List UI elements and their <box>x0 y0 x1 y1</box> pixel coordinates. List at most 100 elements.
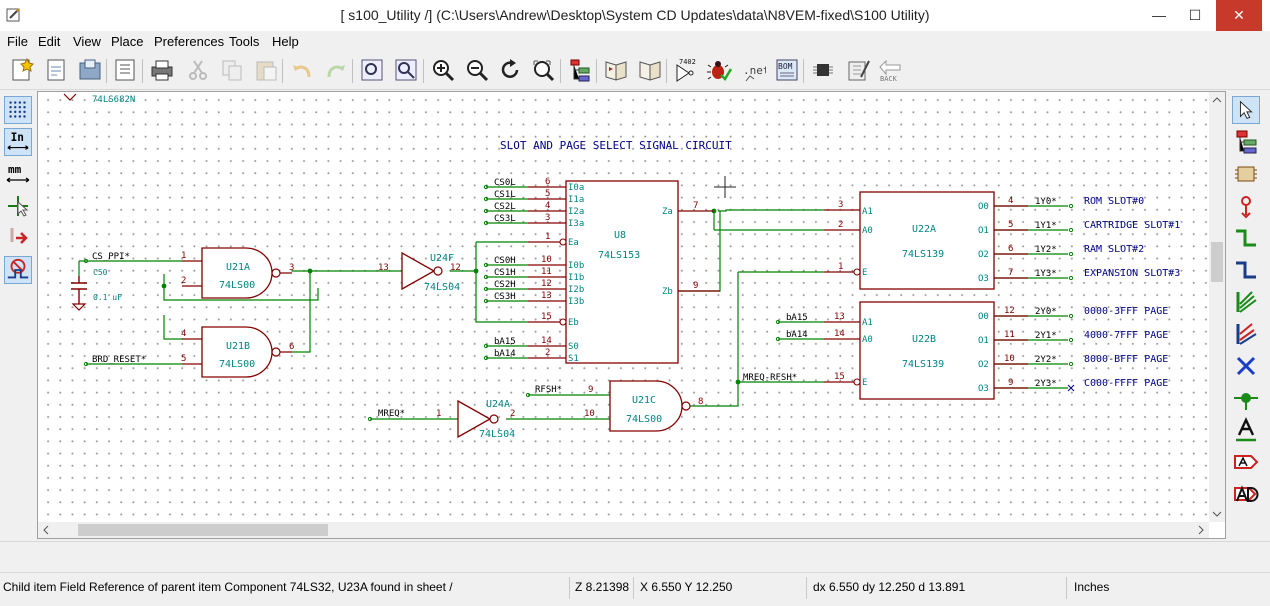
hierarchy-navigator-icon[interactable] <box>567 57 593 83</box>
u22a-pin-o1: O1 <box>978 226 989 236</box>
u22b-pinnum-9: 9 <box>1008 378 1013 388</box>
u21b-pin5: 5 <box>181 354 186 364</box>
u8-pin-s1: S1 <box>568 354 579 364</box>
back-annotate-label: BACK <box>880 75 898 83</box>
u24a-inverter[interactable]: U24A 74LS04 1 2 <box>436 399 515 440</box>
units-inches-icon[interactable]: In <box>4 128 32 156</box>
u21c-nand-gate[interactable]: U21C 74LS00 9 10 8 <box>584 380 703 432</box>
u8-pinnum-2: 2 <box>545 348 550 358</box>
place-wire-icon[interactable] <box>1232 224 1260 252</box>
global-label-icon[interactable] <box>1232 448 1260 476</box>
wire-bus-entry-icon[interactable] <box>1232 288 1260 316</box>
vertical-scroll-thumb[interactable] <box>1211 242 1223 282</box>
redo-icon[interactable] <box>323 57 349 83</box>
find-replace-icon[interactable] <box>393 57 419 83</box>
print-icon[interactable] <box>149 57 175 83</box>
menu-view[interactable]: View <box>73 34 101 49</box>
zoom-in-icon[interactable] <box>430 57 456 83</box>
erc-bug-icon[interactable] <box>706 57 732 83</box>
c50-value: 0.1 uF <box>93 293 122 302</box>
find-icon[interactable] <box>359 57 385 83</box>
minimize-button[interactable]: — <box>1152 7 1166 23</box>
library-browser-icon[interactable] <box>637 57 663 83</box>
u22a-value: 74LS139 <box>902 249 944 260</box>
cvpcb-icon[interactable] <box>810 57 836 83</box>
vertical-scrollbar[interactable] <box>1209 92 1225 522</box>
netlist-label: .net <box>743 64 766 77</box>
capacitor-c50[interactable]: C50 0.1 uF <box>71 268 122 311</box>
redraw-icon[interactable] <box>497 57 523 83</box>
label-rom-slot0: ROM SLOT#0 <box>1084 196 1144 207</box>
menu-preferences[interactable]: Preferences <box>154 34 225 49</box>
scroll-left-icon[interactable] <box>38 522 54 538</box>
junction-icon[interactable] <box>1232 384 1260 412</box>
schematic-canvas[interactable]: 74LS682N SLOT AND PAGE SELECT SIGNAL CIR… <box>38 92 1208 522</box>
cursor-shape-icon[interactable] <box>4 192 32 220</box>
place-label-icon[interactable] <box>1232 416 1260 444</box>
u22b-74ls139-decoder[interactable]: U22B 74LS139 A1 A0 E O0 O1 O2 O3 13 14 1… <box>743 301 1168 400</box>
u22b-pin-o3: O3 <box>978 384 989 394</box>
horizontal-scroll-thumb[interactable] <box>78 524 328 536</box>
paste-icon[interactable] <box>253 57 279 83</box>
u22a-pin-o3: O3 <box>978 274 989 284</box>
u8-value: 74LS153 <box>598 250 640 261</box>
no-connect-icon[interactable] <box>1232 352 1260 380</box>
bom-icon[interactable]: BOM <box>774 57 800 83</box>
net-ba14-u8: bA14 <box>494 349 516 359</box>
u22a-pinnum-5: 5 <box>1008 220 1013 230</box>
u22a-pinnum-1: 1 <box>838 262 843 272</box>
pcbnew-icon[interactable] <box>845 57 871 83</box>
u8-pin-i2a: I2a <box>568 207 584 217</box>
wire-ends <box>83 184 1074 422</box>
u22b-pinnum-14: 14 <box>834 329 845 339</box>
u24a-ref: U24A <box>486 399 510 410</box>
hidden-pins-icon[interactable] <box>4 224 32 252</box>
page-settings-icon[interactable] <box>112 57 138 83</box>
scroll-right-icon[interactable] <box>1193 522 1209 538</box>
menu-edit[interactable]: Edit <box>38 34 61 49</box>
horizontal-scrollbar[interactable] <box>38 522 1209 538</box>
canvas-cursor <box>714 176 736 198</box>
zoom-fit-icon[interactable] <box>530 57 556 83</box>
u22b-pinnum-10: 10 <box>1004 354 1015 364</box>
bus-bus-entry-icon[interactable] <box>1232 320 1260 348</box>
place-bus-icon[interactable] <box>1232 256 1260 284</box>
grid-toggle-icon[interactable] <box>4 96 32 124</box>
place-power-icon[interactable] <box>1232 192 1260 220</box>
zoom-out-icon[interactable] <box>464 57 490 83</box>
annotate-icon[interactable]: 7402 <box>673 57 699 83</box>
open-schematic-icon[interactable] <box>44 57 70 83</box>
u21c-pin9: 9 <box>588 385 593 395</box>
menu-tools[interactable]: Tools <box>229 34 260 49</box>
menu-file[interactable]: File <box>7 34 28 49</box>
units-inches-label: In <box>11 131 24 144</box>
cut-icon[interactable] <box>185 57 211 83</box>
menu-place[interactable]: Place <box>111 34 144 49</box>
netlist-icon[interactable]: .net <box>740 57 766 83</box>
wires <box>78 186 1068 420</box>
undo-icon[interactable] <box>289 57 315 83</box>
select-arrow-icon[interactable] <box>1232 96 1260 124</box>
u22a-74ls139-decoder[interactable]: U22A 74LS139 A1 A0 E O0 O1 O2 O3 3 2 1 4… <box>824 191 1180 290</box>
scroll-up-icon[interactable] <box>1209 92 1225 108</box>
u8-74ls153-mux[interactable]: U8 74LS153 I0a I1a I2a I3a Ea I0b I1b I2… <box>494 177 720 364</box>
scroll-down-icon[interactable] <box>1209 506 1225 522</box>
u8-pinnum-3: 3 <box>545 213 550 223</box>
hierarchy-nav-icon[interactable] <box>1232 128 1260 156</box>
bus-wire-orient-icon[interactable] <box>4 256 32 284</box>
u21b-nand-gate[interactable]: U21B 74LS00 4 5 6 <box>181 326 294 378</box>
library-editor-icon[interactable] <box>603 57 629 83</box>
new-schematic-icon[interactable] <box>9 57 35 83</box>
hierarchical-label-icon[interactable] <box>1232 480 1260 508</box>
units-mm-icon[interactable]: mm <box>4 160 32 188</box>
back-annotate-icon[interactable]: BACK <box>878 57 904 83</box>
label-page-c000: C000-FFFF PAGE <box>1084 378 1168 389</box>
maximize-button[interactable]: ☐ <box>1188 7 1202 23</box>
place-component-icon[interactable] <box>1232 160 1260 188</box>
u21a-nand-gate[interactable]: U21A 74LS00 1 2 3 <box>181 247 294 299</box>
copy-icon[interactable] <box>219 57 245 83</box>
u24f-inverter[interactable]: U24F 74LS04 13 12 <box>378 251 461 293</box>
save-schematic-icon[interactable] <box>77 57 103 83</box>
menu-help[interactable]: Help <box>272 34 299 49</box>
close-button[interactable]: ✕ <box>1216 0 1262 31</box>
